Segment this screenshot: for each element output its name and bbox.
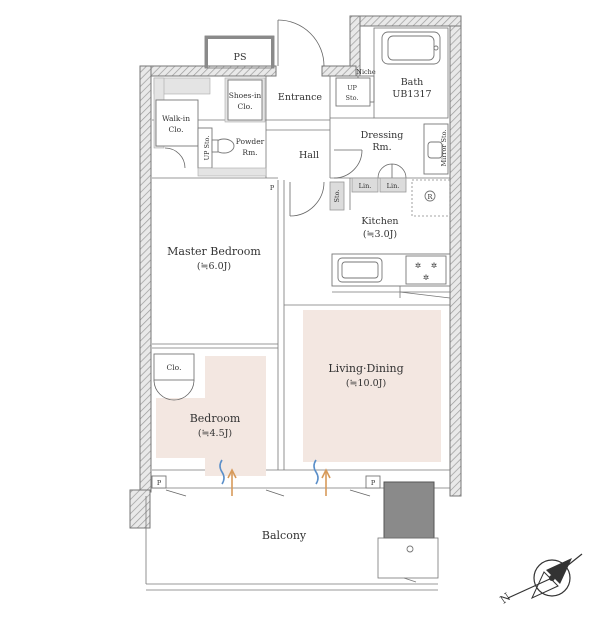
master-bedroom-label: Master Bedroom — [167, 245, 261, 258]
bath-unit — [373, 27, 449, 119]
svg-text:✲: ✲ — [423, 273, 430, 282]
interior-partitions — [152, 76, 450, 489]
refrigerator-space — [411, 179, 451, 217]
living-dining-area — [303, 310, 441, 462]
bedroom-size-label: (≒4.5J) — [198, 428, 232, 439]
living-dining-label: Living·Dining — [328, 362, 403, 375]
closet-doors[interactable] — [153, 379, 195, 401]
ventilation-icon-bedroom — [219, 459, 237, 496]
pipe-label-2: P — [157, 479, 162, 487]
north-compass-icon — [507, 553, 583, 600]
kitchen-size-label: (≒3.0J) — [363, 229, 397, 240]
shoes-in-label-2: Clo. — [238, 102, 253, 111]
sink — [427, 141, 443, 159]
master-bedroom-size-label: (≒6.0J) — [197, 261, 231, 272]
powder-room — [197, 127, 267, 177]
hall-label: Hall — [299, 150, 319, 161]
entrance-door[interactable] — [277, 19, 325, 67]
linen-2-label: Lin. — [387, 182, 400, 190]
pipe-label-3: P — [371, 479, 376, 487]
pipe-box-3 — [365, 475, 381, 489]
bedroom-area — [156, 356, 266, 476]
outer-walls — [129, 15, 462, 529]
north-label: N — [498, 590, 514, 606]
linen-1-label: Lin. — [359, 182, 372, 190]
walk-in-label-2: Clo. — [169, 125, 184, 134]
pipe-box-2 — [151, 475, 167, 489]
up-storage-powder-label: UP Sto. — [203, 136, 211, 161]
linen-doors[interactable] — [377, 163, 407, 179]
dressing-door[interactable] — [333, 149, 363, 179]
svg-text:✲: ✲ — [415, 261, 422, 270]
refrigerator-mark: R — [428, 193, 434, 201]
storage-kitchen — [329, 181, 345, 211]
stove: ✲ ✲ ✲ — [405, 255, 447, 285]
storage-kitchen-label: Sto. — [333, 190, 341, 203]
bedroom-label: Bedroom — [190, 412, 241, 425]
dressing-label: Dressing — [361, 130, 404, 141]
shoes-in-label: Shoes-in — [229, 91, 262, 100]
dressing-label-2: Rm. — [372, 142, 391, 153]
mirror-storage-label: Mirror Sto. — [440, 130, 448, 167]
window-sashes — [165, 489, 371, 497]
ps-label: PS — [234, 52, 247, 63]
ps-box — [204, 35, 275, 69]
hall-door[interactable] — [289, 181, 325, 217]
bedroom-closet — [153, 353, 195, 381]
up-storage-bath-line1: UP — [347, 84, 357, 92]
powder-label-2: Rm. — [242, 148, 257, 157]
svg-text:✲: ✲ — [431, 261, 438, 270]
walk-in-label: Walk-in — [162, 114, 190, 123]
closet-label: Clo. — [167, 363, 182, 372]
balcony-outline — [130, 496, 438, 591]
entrance-label: Entrance — [278, 92, 323, 103]
kitchen-label: Kitchen — [361, 216, 398, 227]
up-storage-bath — [335, 77, 371, 107]
niche-label: Niche — [356, 68, 376, 76]
linen-1 — [351, 177, 379, 193]
shoes-in-closet — [224, 77, 266, 123]
ventilation-icon-living — [313, 459, 331, 496]
outdoor-unit — [377, 481, 439, 583]
powder-label: Powder — [236, 137, 265, 146]
pipe-label-1: P — [270, 184, 275, 192]
up-storage-bath-line2: Sto. — [346, 94, 359, 102]
walk-in-closet — [153, 77, 211, 169]
bath-size-label: UB1317 — [392, 89, 431, 100]
bath-label: Bath — [401, 77, 424, 88]
living-dining-size-label: (≒10.0J) — [346, 378, 386, 389]
balcony-label: Balcony — [262, 529, 307, 542]
linen-2 — [379, 177, 407, 193]
